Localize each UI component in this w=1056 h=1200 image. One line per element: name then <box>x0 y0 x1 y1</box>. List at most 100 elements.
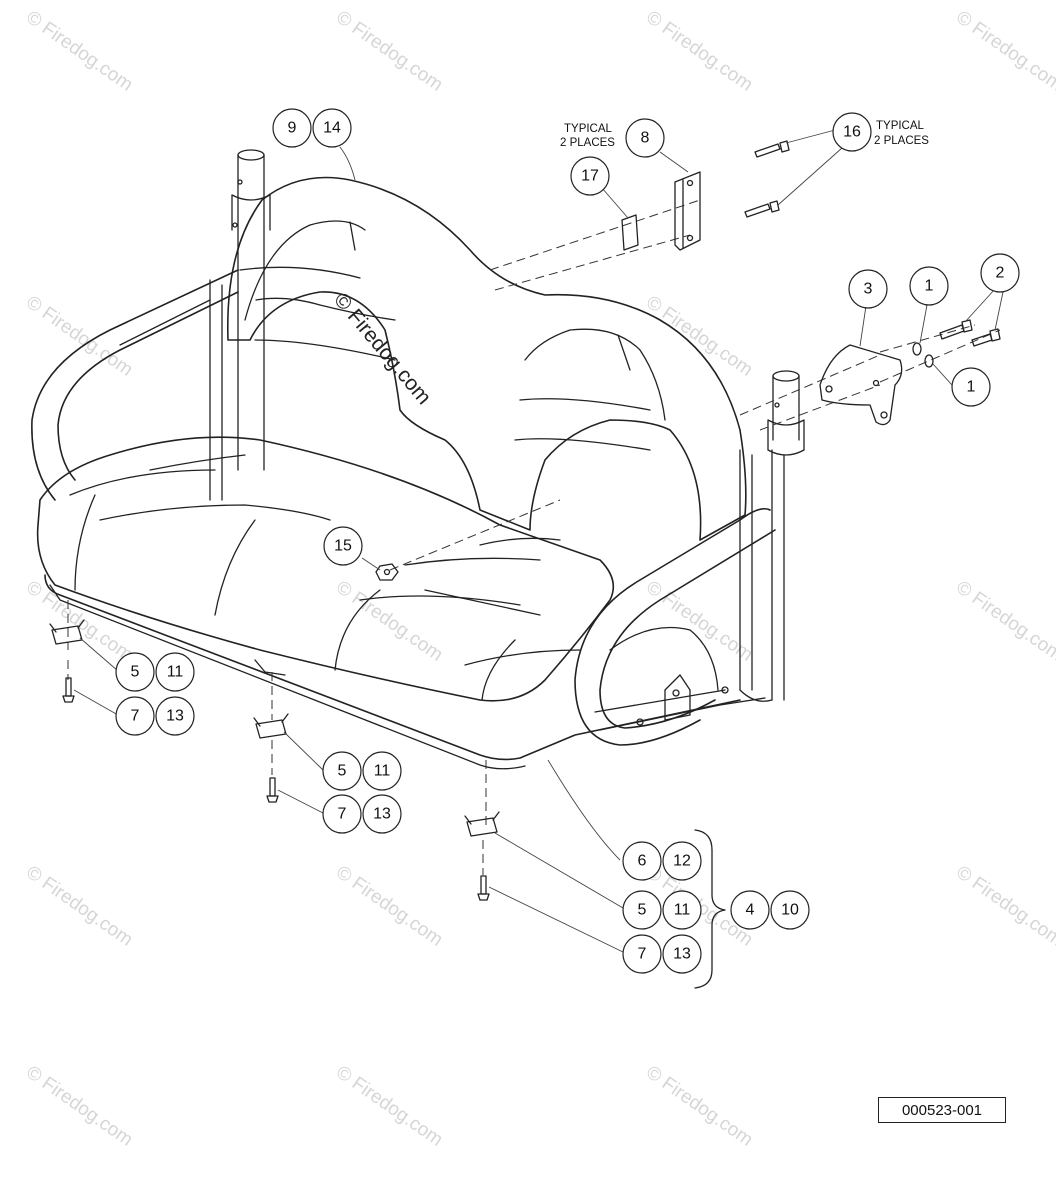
callout-1-bottom: 1 <box>951 367 991 407</box>
watermark: © Firedog.com <box>952 862 1056 951</box>
watermark: © Firedog.com <box>332 1062 446 1151</box>
left-frame-loop <box>31 269 239 501</box>
svg-text:5: 5 <box>638 902 647 919</box>
screw-right <box>477 875 490 901</box>
svg-text:11: 11 <box>674 902 691 919</box>
callout-9: 9 <box>272 108 312 148</box>
left-post <box>209 149 271 501</box>
clip-nut-middle <box>253 713 289 739</box>
svg-text:13: 13 <box>673 946 691 963</box>
callout-13-middle: 13 <box>362 794 402 834</box>
svg-text:11: 11 <box>374 763 391 780</box>
part-3-bracket <box>819 344 903 426</box>
callout-2: 2 <box>980 253 1020 293</box>
drawing-number: 000523-001 <box>901 1101 983 1119</box>
seat-assembly-drawing <box>31 140 1001 989</box>
callouts: 9 14 8 17 16 3 1 2 1 15 5 11 7 13 5 11 7… <box>115 108 1020 974</box>
watermark: © Firedog.com <box>642 577 756 666</box>
drawing-number-box: 000523-001 <box>878 1097 1006 1123</box>
callout-5-right: 5 <box>622 890 662 930</box>
svg-text:2: 2 <box>996 265 1005 282</box>
svg-text:13: 13 <box>373 806 391 823</box>
svg-text:2 PLACES: 2 PLACES <box>874 135 929 147</box>
svg-text:7: 7 <box>131 708 140 725</box>
callout-7-left: 7 <box>115 696 155 736</box>
part-15-nut <box>375 563 399 581</box>
clip-nut-right <box>464 811 500 837</box>
svg-text:3: 3 <box>864 281 873 298</box>
callout-3: 3 <box>848 269 888 309</box>
svg-text:14: 14 <box>323 120 341 137</box>
callout-12: 12 <box>662 841 702 881</box>
callout-11-right: 11 <box>662 890 702 930</box>
watermark: © Firedog.com <box>642 292 756 381</box>
part-16-bolts <box>744 140 790 218</box>
svg-text:TYPICAL: TYPICAL <box>564 123 613 135</box>
watermark: © Firedog.com <box>952 7 1056 96</box>
part-17-pad <box>621 214 639 251</box>
callout-17: 17 <box>570 156 610 196</box>
watermark: © Firedog.com <box>332 862 446 951</box>
part-1-washers <box>912 342 934 368</box>
callout-11-middle: 11 <box>362 751 402 791</box>
callout-4: 4 <box>730 890 770 930</box>
watermark: © Firedog.com <box>22 1062 136 1151</box>
watermark-center: © Firedog.com <box>329 288 435 409</box>
watermark: © Firedog.com <box>22 577 136 666</box>
callout-13-left: 13 <box>155 696 195 736</box>
svg-text:13: 13 <box>166 708 184 725</box>
callout-7-middle: 7 <box>322 794 362 834</box>
screw-middle <box>266 777 279 803</box>
svg-text:7: 7 <box>338 806 347 823</box>
svg-text:8: 8 <box>641 130 650 147</box>
svg-text:17: 17 <box>581 168 599 185</box>
svg-text:1: 1 <box>925 278 934 295</box>
svg-text:1: 1 <box>967 379 976 396</box>
callout-8: 8 <box>625 118 665 158</box>
callout-10: 10 <box>770 890 810 930</box>
watermark: © Firedog.com <box>642 7 756 96</box>
centerlines <box>67 199 1001 875</box>
svg-text:12: 12 <box>673 853 691 870</box>
right-arm-loop <box>574 507 776 746</box>
callout-13-right: 13 <box>662 934 702 974</box>
callout-14: 14 <box>312 108 352 148</box>
svg-text:4: 4 <box>746 902 755 919</box>
watermark: © Firedog.com <box>22 862 136 951</box>
watermark-group: © Firedog.com © Firedog.com © Firedog.co… <box>22 7 1056 1151</box>
callout-5-left: 5 <box>115 652 155 692</box>
svg-text:5: 5 <box>131 664 140 681</box>
watermark: © Firedog.com <box>332 7 446 96</box>
watermark: © Firedog.com <box>952 577 1056 666</box>
watermark: © Firedog.com <box>22 292 136 381</box>
svg-text:6: 6 <box>638 853 647 870</box>
part-2-bolts <box>939 319 1001 347</box>
svg-text:7: 7 <box>638 946 647 963</box>
svg-text:10: 10 <box>781 902 799 919</box>
callout-7-right: 7 <box>622 934 662 974</box>
callout-15: 15 <box>323 526 363 566</box>
screw-left <box>62 677 75 703</box>
leader-lines <box>73 129 1004 953</box>
callout-1-top: 1 <box>909 266 949 306</box>
part-8-bracket <box>674 171 701 251</box>
callout-16: 16 <box>832 112 872 152</box>
note-typical-8: TYPICAL 2 PLACES <box>560 123 615 149</box>
seat-pan <box>44 574 766 770</box>
svg-text:9: 9 <box>288 120 297 137</box>
svg-text:16: 16 <box>843 124 861 141</box>
svg-text:15: 15 <box>334 538 352 555</box>
group-brace <box>694 829 726 989</box>
svg-text:TYPICAL: TYPICAL <box>876 120 925 132</box>
callout-6: 6 <box>622 841 662 881</box>
backrest <box>226 176 747 541</box>
seat-cushion <box>36 436 615 702</box>
right-post <box>739 370 805 702</box>
callout-5-middle: 5 <box>322 751 362 791</box>
svg-text:11: 11 <box>167 664 184 681</box>
svg-text:5: 5 <box>338 763 347 780</box>
callout-11-left: 11 <box>155 652 195 692</box>
watermark: © Firedog.com <box>22 7 136 96</box>
